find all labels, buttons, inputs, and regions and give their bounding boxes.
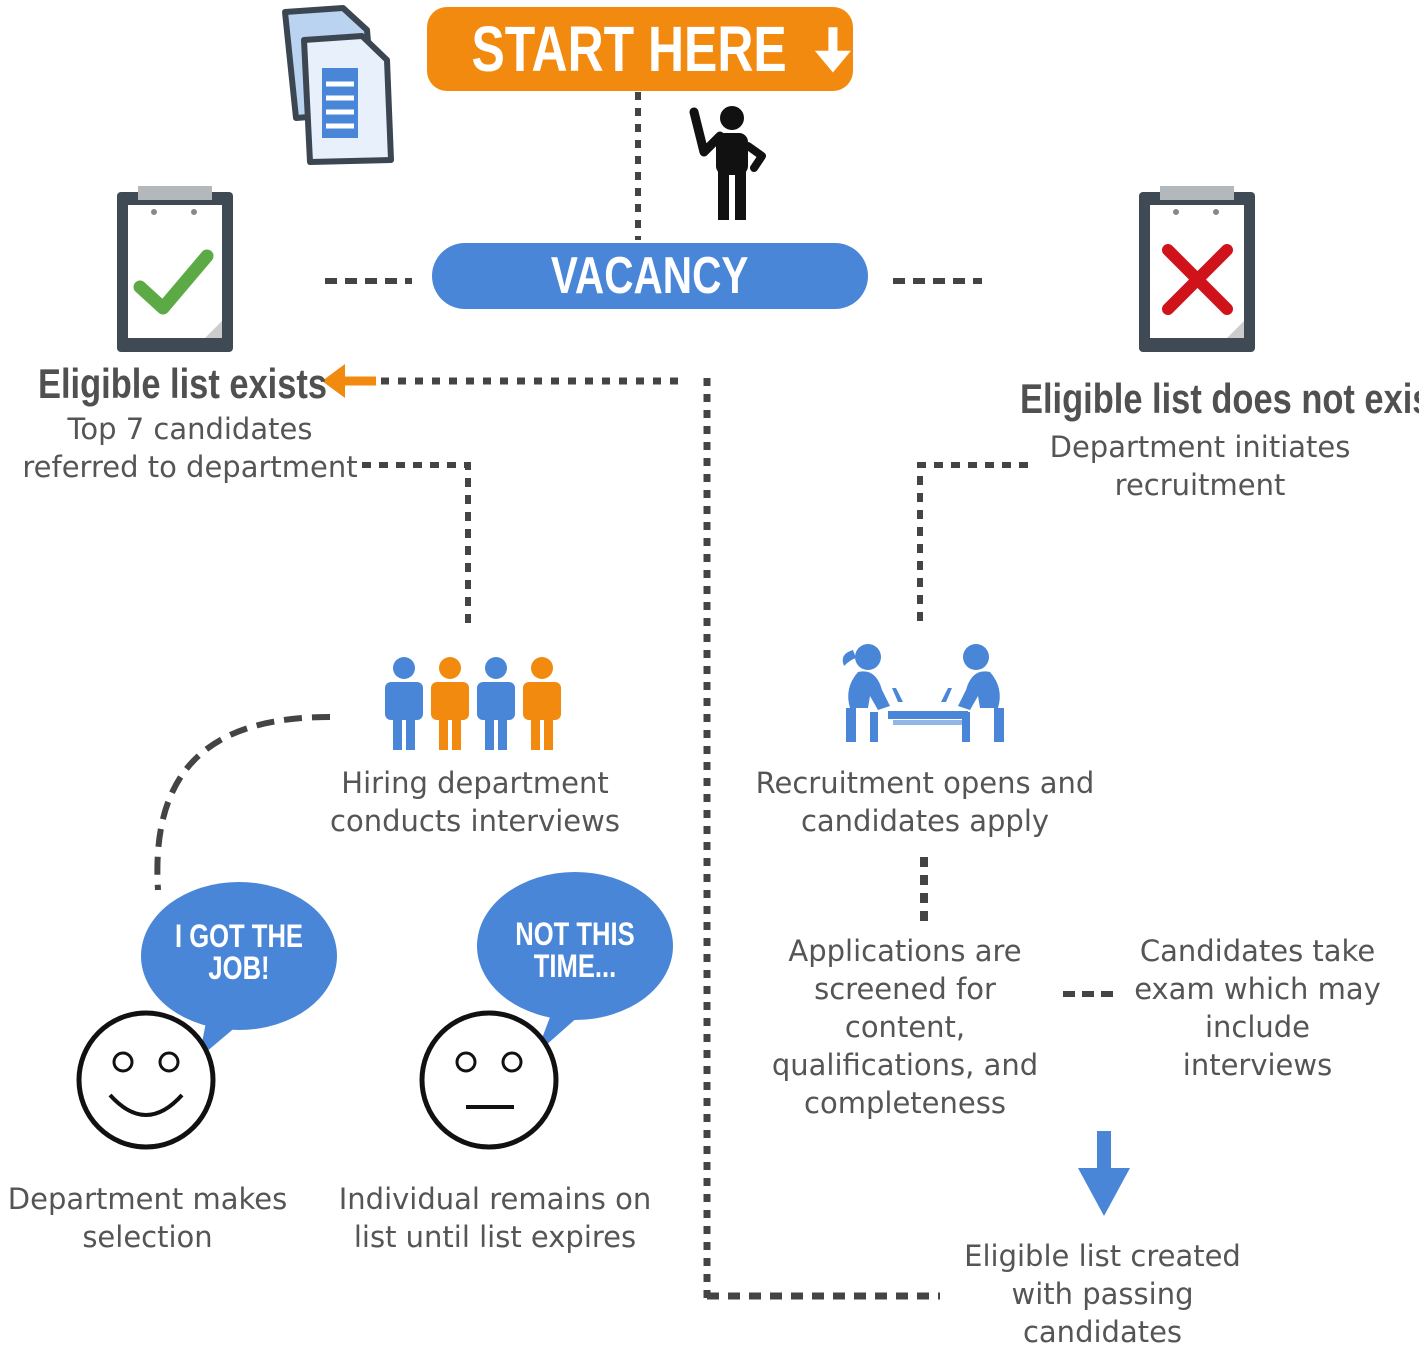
meeting-icon (842, 644, 1004, 742)
start-here-label: START HERE (471, 13, 787, 85)
arrow-down-icon (814, 27, 852, 73)
arrow-left-icon (322, 364, 376, 398)
eligible-list-created-text: Eligible list created with passing candi… (964, 1239, 1241, 1349)
remains-on-list-caption: Individual remains on list until list ex… (338, 1182, 652, 1254)
smiley-face-icon (76, 1010, 216, 1150)
connector-right-to-apply (917, 462, 1028, 625)
connector-interviews-curve (154, 714, 331, 891)
not-this-time-bubble-text: NOT THIS TIME... (515, 916, 635, 984)
waving-person-icon (689, 106, 766, 220)
speech-bubble-icon (141, 872, 673, 1058)
arrow-down-icon (1078, 1131, 1130, 1216)
department-selection-caption: Department makes selection (7, 1182, 288, 1254)
documents-icon (282, 5, 394, 165)
eligible-list-not-exist-heading: Eligible list does not exist (1020, 375, 1419, 422)
interview-step-text: Hiring department conducts interviews (330, 766, 620, 838)
people-group-icon (385, 657, 561, 750)
eligible-list-exists-description: Top 7 candidates referred to department (22, 412, 358, 484)
eligible-list-exists-heading: Eligible list exists (38, 360, 328, 407)
department-initiates-text: Department initiates recruitment (1049, 430, 1351, 502)
connector-left-to-interviews (362, 462, 471, 625)
candidates-exam-text: Candidates take exam which may include i… (1134, 934, 1381, 1082)
clipboard-cross-icon (1139, 186, 1255, 352)
recruitment-opens-text: Recruitment opens and candidates apply (755, 766, 1095, 838)
connectors (154, 92, 1118, 1300)
clipboard-check-icon (117, 186, 233, 352)
vacancy-label: VACANCY (551, 247, 749, 305)
vacancy-pill[interactable]: VACANCY (432, 243, 868, 309)
got-job-bubble-text: I GOT THE JOB! (175, 918, 303, 986)
applications-screened-text: Applications are screened for content, q… (771, 934, 1039, 1120)
start-here-button[interactable]: START HERE (427, 7, 853, 91)
neutral-face-icon (419, 1010, 559, 1150)
